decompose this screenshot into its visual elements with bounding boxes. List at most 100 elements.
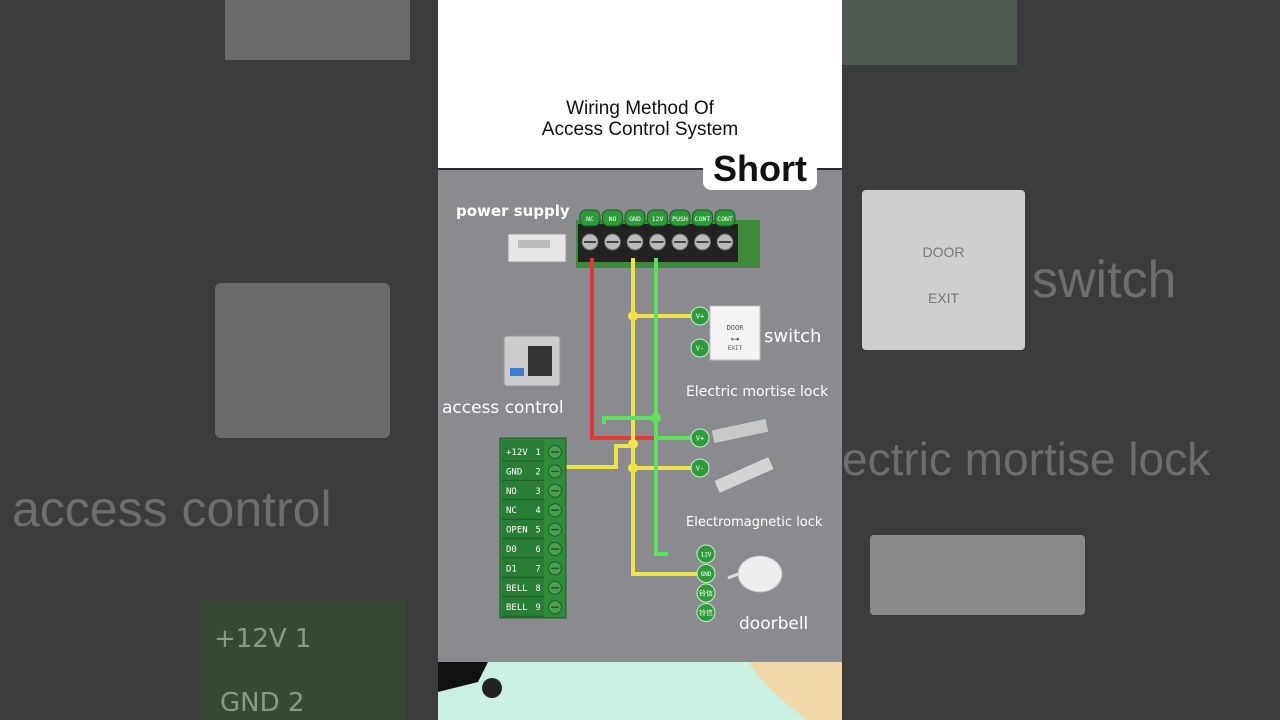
bg-mortise-label: ectric mortise lock bbox=[842, 433, 1211, 485]
lock-pin-vminus: V- bbox=[690, 458, 710, 478]
label-power-supply: power supply bbox=[456, 202, 570, 220]
bottom-decor bbox=[438, 662, 842, 720]
bell-pin-2: 铃信 bbox=[696, 583, 716, 603]
bell-pin-1: GND bbox=[696, 564, 716, 583]
power-terminal-cont: CONT bbox=[714, 209, 736, 251]
svg-text:4: 4 bbox=[535, 506, 540, 516]
bg-keypad bbox=[215, 283, 390, 438]
svg-text:V+: V+ bbox=[696, 435, 704, 443]
svg-text:铃信: 铃信 bbox=[699, 589, 713, 598]
bg-exit-button: DOOR EXIT bbox=[862, 190, 1025, 350]
wires bbox=[566, 258, 702, 576]
power-terminal-gnd: GND bbox=[624, 209, 646, 251]
bg-term2: GND 2 bbox=[220, 688, 305, 718]
svg-text:+12V: +12V bbox=[506, 448, 528, 458]
svg-text:5: 5 bbox=[535, 526, 540, 536]
svg-text:GND: GND bbox=[506, 467, 522, 477]
svg-text:V+: V+ bbox=[696, 313, 704, 321]
svg-text:GND: GND bbox=[701, 571, 712, 578]
svg-text:NC: NC bbox=[506, 506, 517, 516]
label-switch: switch bbox=[764, 326, 822, 347]
junction-yellow-1 bbox=[628, 311, 638, 321]
bg-terminal-block: +12V 1 GND 2 bbox=[200, 600, 405, 720]
svg-text:PUSH: PUSH bbox=[672, 215, 688, 223]
controller-terminal-row: OPEN 5 bbox=[502, 522, 562, 540]
bg-term1: +12V 1 bbox=[214, 624, 312, 654]
svg-text:8: 8 bbox=[535, 584, 540, 594]
controller-terminal-row: NC 4 bbox=[502, 503, 562, 520]
junction-green bbox=[651, 413, 661, 423]
svg-text:BELL: BELL bbox=[506, 584, 528, 594]
bg-mortise-lock bbox=[870, 535, 1085, 615]
label-access-control: access control bbox=[442, 398, 564, 418]
keypad-device bbox=[503, 335, 561, 387]
controller-terminal-row: NO 3 bbox=[502, 483, 562, 501]
bg-power-supply bbox=[225, 0, 410, 60]
junction-yellow-2 bbox=[628, 439, 638, 449]
mortise-lock-device bbox=[710, 417, 770, 445]
power-terminal-no: NO bbox=[602, 209, 623, 251]
power-terminal-nc: NC bbox=[579, 209, 601, 251]
bell-pin-3: 铃信 bbox=[696, 603, 716, 622]
bg-switch-label: switch bbox=[1032, 251, 1177, 309]
svg-text:NO: NO bbox=[609, 215, 617, 223]
controller-terminal-row: D1 7 bbox=[502, 561, 562, 578]
diagram-title: Wiring Method Of Access Control System bbox=[438, 98, 842, 140]
controller-terminal-row: GND 2 bbox=[502, 464, 562, 481]
next-slide-preview bbox=[438, 662, 842, 720]
label-em-lock: Electromagnetic lock bbox=[686, 515, 823, 530]
power-terminal-board: NC NO GND 12V PUSH CONT CONT bbox=[576, 209, 760, 268]
svg-text:CONT: CONT bbox=[695, 215, 711, 223]
svg-text:9: 9 bbox=[535, 603, 540, 613]
bg-access-label: access control bbox=[12, 481, 332, 537]
bg-exit-text: EXIT bbox=[927, 290, 960, 306]
short-badge[interactable]: Short bbox=[703, 148, 817, 190]
wire-red bbox=[590, 258, 694, 440]
bell-pin-0: 12V bbox=[696, 544, 716, 564]
em-lock-device bbox=[713, 455, 775, 495]
label-doorbell: doorbell bbox=[739, 614, 809, 634]
bg-door-text: DOOR bbox=[922, 244, 965, 260]
svg-text:OPEN: OPEN bbox=[506, 526, 528, 536]
wire-green bbox=[654, 258, 668, 556]
svg-text:CONT: CONT bbox=[717, 215, 733, 223]
svg-text:DOOR: DOOR bbox=[727, 324, 745, 332]
svg-text:6: 6 bbox=[535, 545, 540, 555]
svg-text:⊶: ⊶ bbox=[731, 335, 740, 345]
svg-text:3: 3 bbox=[535, 487, 540, 497]
svg-text:NO: NO bbox=[506, 487, 517, 497]
svg-text:V-: V- bbox=[696, 465, 704, 473]
svg-text:12V: 12V bbox=[652, 215, 664, 223]
bg-board bbox=[842, 0, 1017, 65]
title-line2: Access Control System bbox=[541, 119, 739, 140]
junction-yellow-3 bbox=[628, 463, 638, 473]
doorbell-device bbox=[727, 555, 783, 593]
power-terminal-cont: CONT bbox=[692, 209, 713, 251]
svg-text:NC: NC bbox=[586, 215, 594, 223]
svg-text:12V: 12V bbox=[701, 552, 712, 559]
wire-yellow-gnd bbox=[631, 316, 702, 576]
title-line1: Wiring Method Of bbox=[566, 98, 714, 119]
power-terminal-12v: 12V bbox=[647, 209, 668, 251]
svg-text:EXIT: EXIT bbox=[728, 345, 743, 352]
controller-terminal-row: BELL 8 bbox=[502, 580, 562, 598]
switch-pin-vplus: V+ bbox=[690, 306, 710, 326]
exit-switch-device: DOOR ⊶ EXIT bbox=[709, 305, 761, 361]
svg-text:7: 7 bbox=[535, 564, 540, 574]
label-mortise-lock: Electric mortise lock bbox=[686, 384, 829, 400]
svg-text:2: 2 bbox=[535, 467, 540, 477]
video-panel: Wiring Method Of Access Control System N… bbox=[438, 0, 842, 720]
switch-pin-vminus: V- bbox=[690, 338, 710, 358]
lock-pin-vplus: V+ bbox=[690, 428, 710, 448]
wire-yellow-ctrl bbox=[566, 444, 633, 469]
power-terminal-push: PUSH bbox=[669, 209, 691, 251]
svg-text:BELL: BELL bbox=[506, 603, 528, 613]
controller-terminal-row: BELL 9 bbox=[502, 600, 562, 617]
svg-text:D1: D1 bbox=[506, 564, 517, 574]
svg-text:V-: V- bbox=[696, 345, 704, 353]
svg-text:铃信: 铃信 bbox=[699, 608, 713, 617]
